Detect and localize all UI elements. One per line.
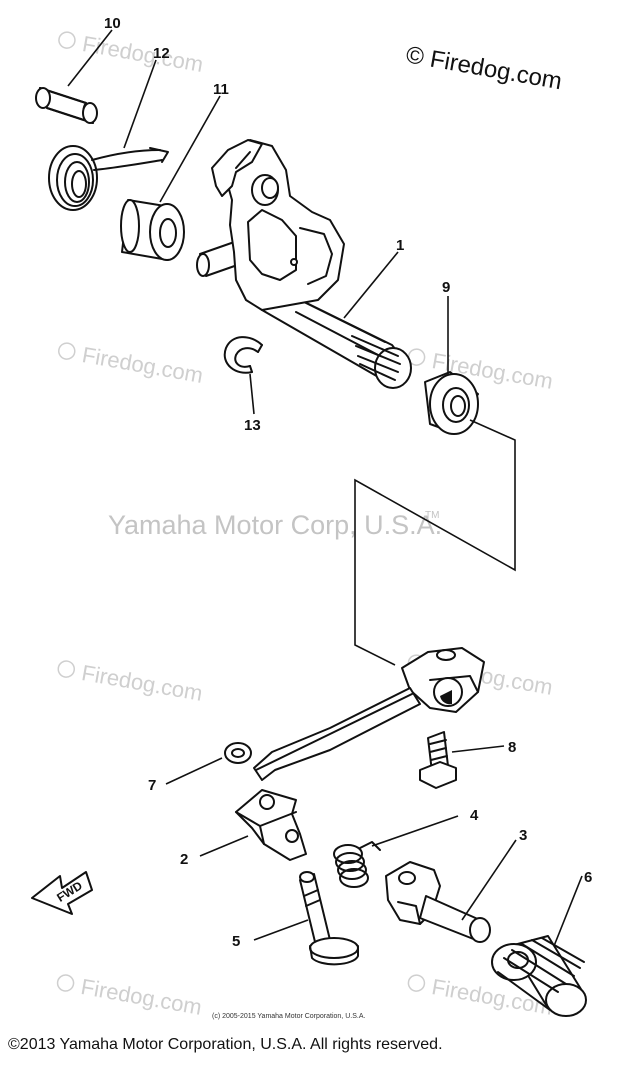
leader-lines xyxy=(67,29,583,947)
part-13-circlip xyxy=(223,336,263,374)
callout-9: 9 xyxy=(442,279,450,296)
callout-10: 10 xyxy=(104,15,121,32)
callout-6: 6 xyxy=(584,869,592,886)
part-2-shift-pedal xyxy=(235,647,485,861)
callout-13: 13 xyxy=(244,417,261,434)
part-6-peg-rubber xyxy=(491,935,587,1017)
svg-text:Firedog.com: Firedog.com xyxy=(79,974,204,1020)
watermark-center-mark: TM xyxy=(425,510,439,521)
watermark-repeat-1: Firedog.com xyxy=(58,31,205,77)
small-copyright-notice: (c) 2005-2015 Yamaha Motor Corporation, … xyxy=(212,1013,365,1020)
part-12-spring xyxy=(48,145,169,211)
watermark-repeat-2: Firedog.com xyxy=(58,342,205,388)
part-1-shift-shaft xyxy=(196,139,412,389)
callout-7: 7 xyxy=(148,777,156,794)
fwd-arrow-icon: FWD xyxy=(31,871,93,915)
callout-1: 1 xyxy=(396,237,404,254)
svg-text:Firedog.com: Firedog.com xyxy=(80,660,205,706)
callout-numbers: 10 12 11 1 9 13 8 7 2 4 3 6 5 xyxy=(104,15,592,950)
watermark-repeat-4: Firedog.com xyxy=(57,660,205,706)
part-9-oil-seal xyxy=(424,371,479,435)
watermark-center: Yamaha Motor Corp, U.S.A. xyxy=(108,510,442,540)
part-4-spring xyxy=(333,841,381,888)
callout-5: 5 xyxy=(232,933,240,950)
assembly-connector-lines xyxy=(354,419,516,666)
part-8-bolt xyxy=(419,731,457,789)
callout-2: 2 xyxy=(180,851,188,868)
footer-copyright: ©2013 Yamaha Motor Corporation, U.S.A. A… xyxy=(8,1036,443,1053)
watermark-repeat-6: Firedog.com xyxy=(56,974,204,1020)
callout-11: 11 xyxy=(213,81,229,98)
callout-12: 12 xyxy=(153,45,170,62)
part-3-pedal-arm xyxy=(385,861,491,943)
watermark-top-right: © Firedog.com xyxy=(404,41,564,95)
svg-text:Firedog.com: Firedog.com xyxy=(80,342,205,388)
callout-3: 3 xyxy=(519,827,527,844)
part-10-pin xyxy=(35,87,98,124)
part-7-washer xyxy=(224,742,252,764)
callout-8: 8 xyxy=(508,739,516,756)
svg-text:Firedog.com: Firedog.com xyxy=(80,31,205,77)
watermark-layer: © Firedog.com Firedog.com Firedog.com Fi… xyxy=(56,31,564,1020)
part-11-collar xyxy=(120,199,185,261)
callout-4: 4 xyxy=(470,807,479,824)
part-5-pivot-bolt xyxy=(299,871,359,966)
